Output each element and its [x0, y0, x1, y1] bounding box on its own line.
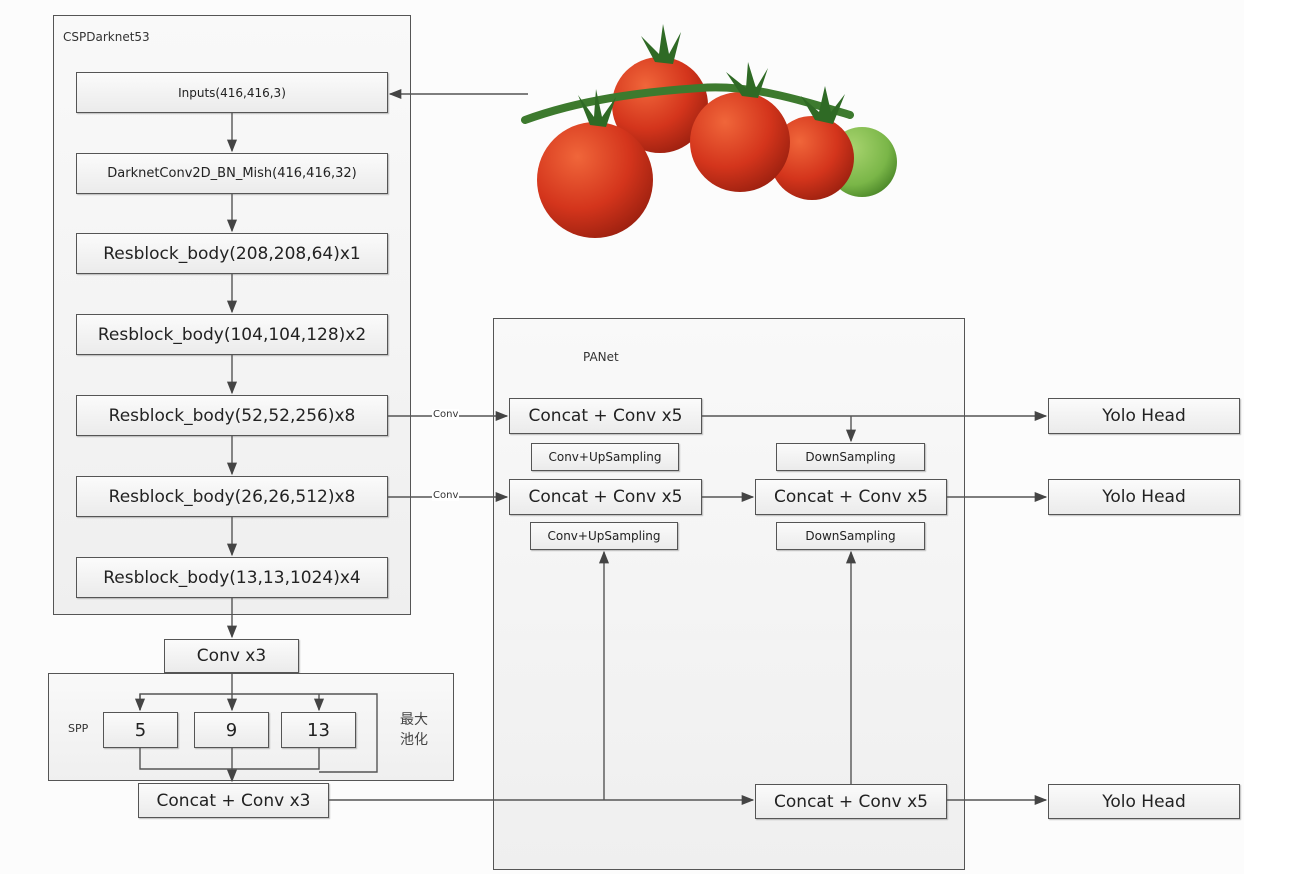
edge-label-conv-1: Conv — [432, 409, 460, 420]
resblock-104[interactable]: Resblock_body(104,104,128)x2 — [76, 314, 388, 355]
conv-x3-node[interactable]: Conv x3 — [164, 639, 299, 673]
resblock-26[interactable]: Resblock_body(26,26,512)x8 — [76, 476, 388, 517]
tomato-5 — [770, 116, 854, 200]
backbone-title: CSPDarknet53 — [63, 30, 150, 44]
panet-concat-mid-left[interactable]: Concat + Conv x5 — [509, 479, 702, 515]
concat-conv-x3-node[interactable]: Concat + Conv x3 — [138, 783, 329, 818]
panet-downsample-1[interactable]: DownSampling — [776, 443, 925, 471]
panet-upsample-2[interactable]: Conv+UpSampling — [530, 522, 678, 550]
resblock-13[interactable]: Resblock_body(13,13,1024)x4 — [76, 557, 388, 598]
input-layer[interactable]: Inputs(416,416,3) — [76, 72, 388, 113]
panet-concat-bottom[interactable]: Concat + Conv x5 — [755, 784, 947, 819]
resblock-52[interactable]: Resblock_body(52,52,256)x8 — [76, 395, 388, 436]
max-pooling-note: 最大 池化 — [400, 710, 428, 750]
tomato-1 — [537, 122, 653, 238]
yolo-head-2[interactable]: Yolo Head — [1048, 479, 1240, 515]
tomato-4 — [690, 92, 790, 192]
edge-label-conv-2: Conv — [432, 490, 460, 501]
panet-concat-mid-right[interactable]: Concat + Conv x5 — [755, 479, 947, 515]
tomato-2 — [612, 57, 708, 153]
panet-concat-top[interactable]: Concat + Conv x5 — [509, 398, 702, 434]
yolo-head-1[interactable]: Yolo Head — [1048, 398, 1240, 434]
maxpool-5[interactable]: 5 — [103, 712, 178, 748]
resblock-208[interactable]: Resblock_body(208,208,64)x1 — [76, 233, 388, 274]
panet-title: PANet — [583, 350, 619, 364]
maxpool-9[interactable]: 9 — [194, 712, 269, 748]
spp-label: SPP — [68, 722, 89, 735]
panet-upsample-1[interactable]: Conv+UpSampling — [531, 443, 679, 471]
yolo-head-3[interactable]: Yolo Head — [1048, 784, 1240, 819]
maxpool-13[interactable]: 13 — [281, 712, 356, 748]
max-pooling-note-line2: 池化 — [400, 732, 428, 748]
calyx-leaves — [578, 24, 845, 127]
vine-stem — [521, 83, 854, 124]
darknet-conv-layer[interactable]: DarknetConv2D_BN_Mish(416,416,32) — [76, 153, 388, 194]
input-image-tomatoes — [521, 24, 897, 238]
max-pooling-note-line1: 最大 — [400, 712, 428, 728]
panet-downsample-2[interactable]: DownSampling — [776, 522, 925, 550]
